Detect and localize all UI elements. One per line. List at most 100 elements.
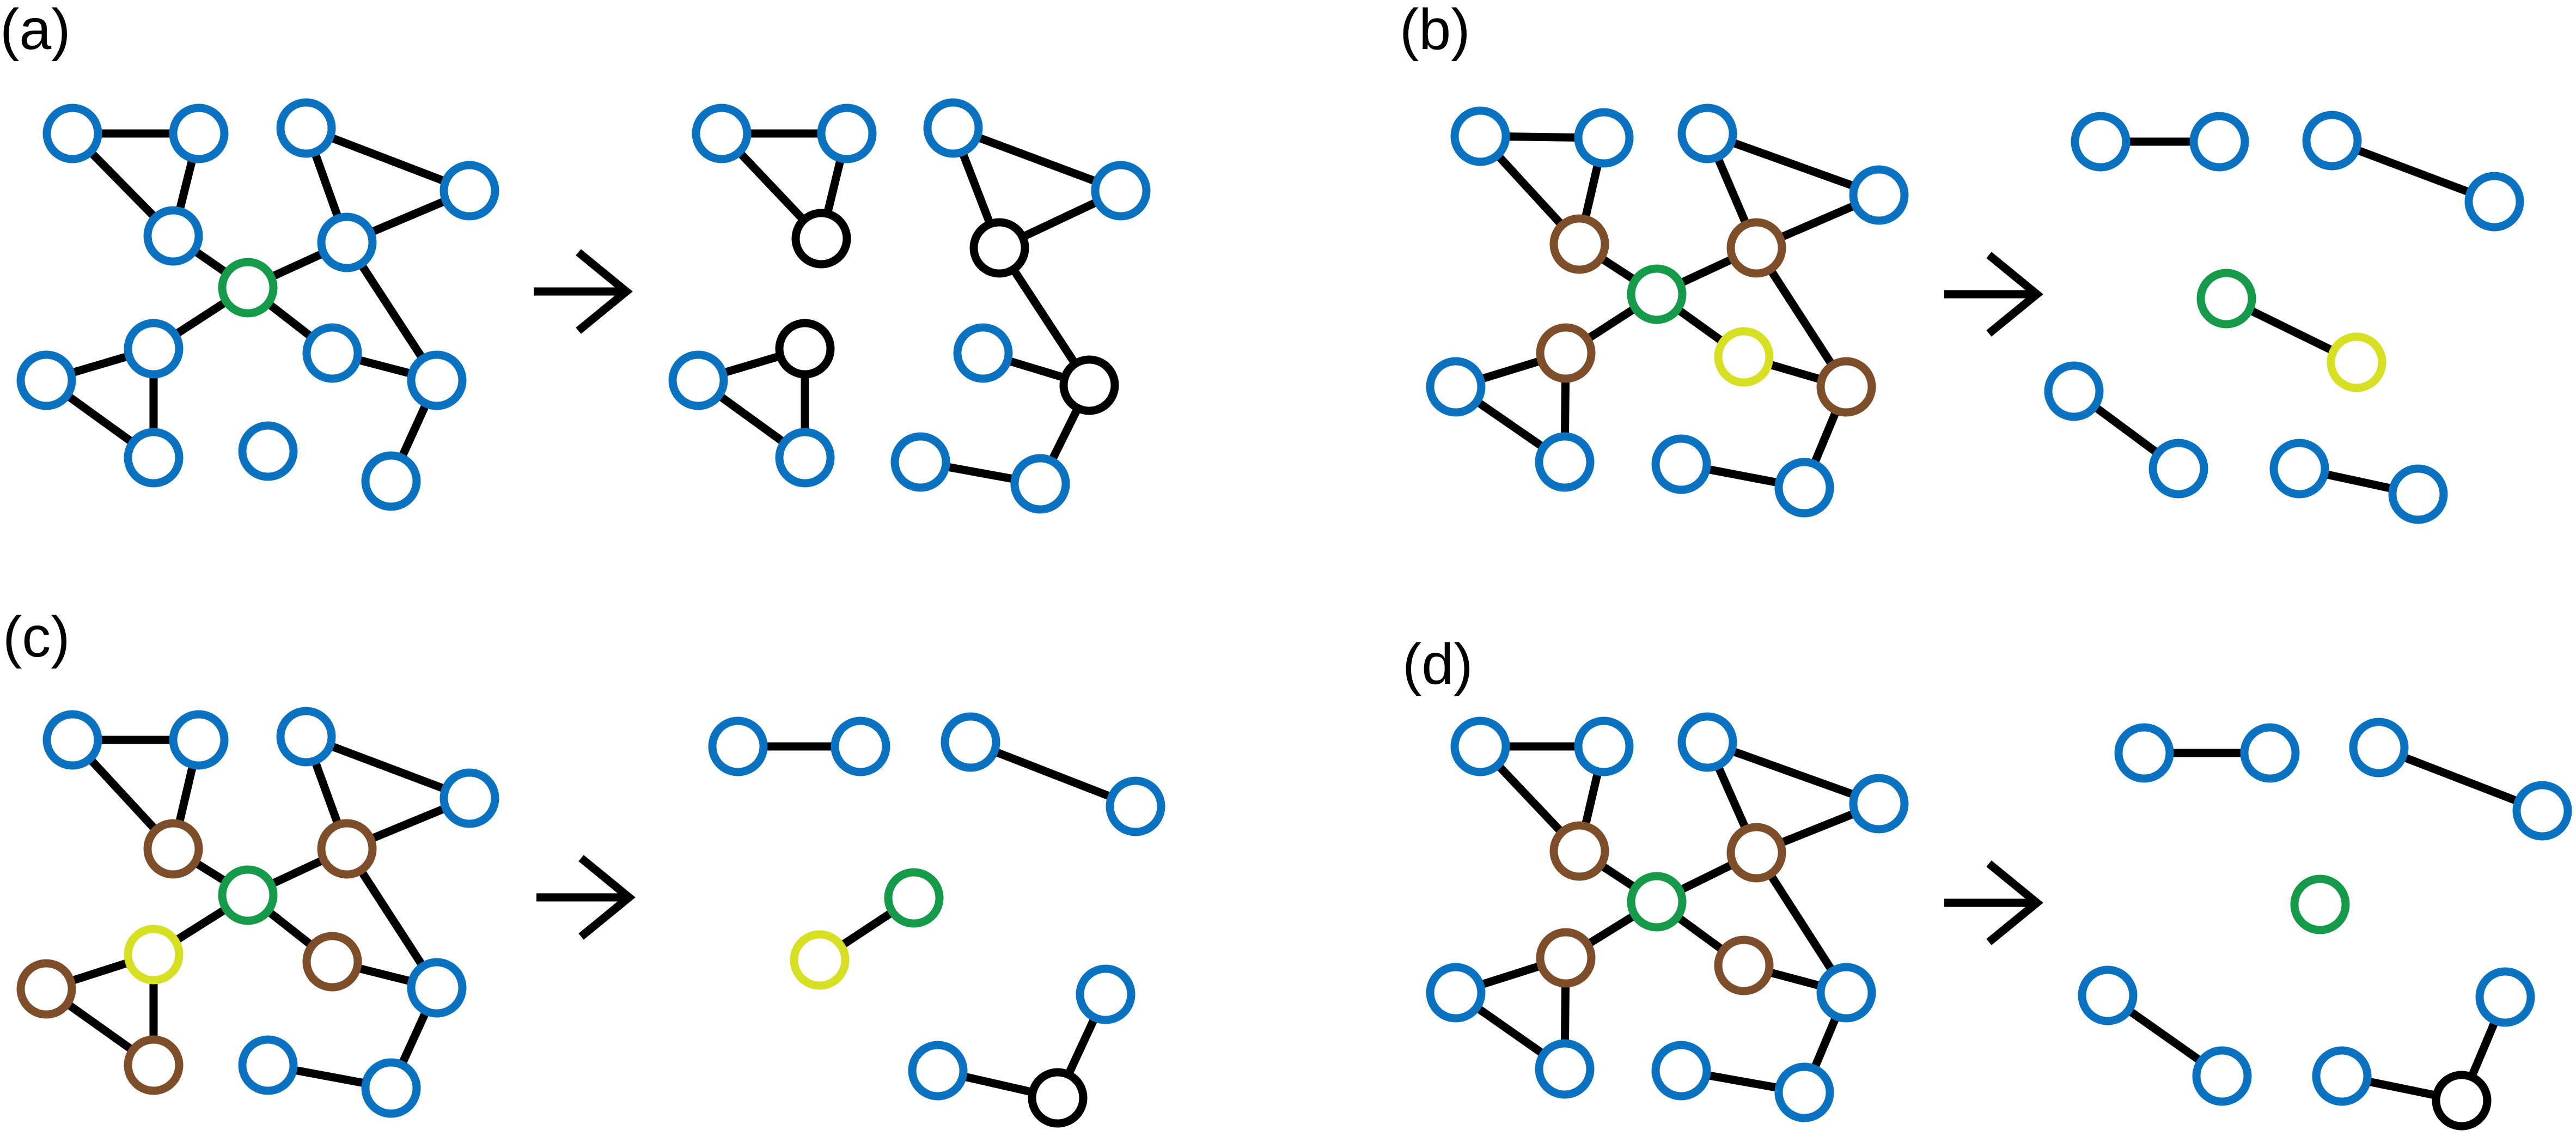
panel-b-after-graph <box>2044 111 2524 524</box>
node-blue <box>238 421 298 481</box>
node-blue <box>1076 964 1136 1024</box>
node-blue <box>276 707 336 767</box>
panel-a-before-graph <box>16 98 499 511</box>
node-yellow <box>2327 332 2386 392</box>
node-blue <box>890 432 950 492</box>
node-blue <box>1010 454 1070 514</box>
node-blue <box>439 768 499 828</box>
node-black <box>775 319 835 379</box>
node-black <box>791 209 851 269</box>
arrow-icon <box>1944 252 2043 337</box>
panel-label-d: (d) <box>1402 632 1473 696</box>
node-blue <box>1426 963 1486 1023</box>
node-blue <box>1450 716 1510 776</box>
node-blue <box>169 104 229 163</box>
node-blue <box>1426 357 1486 417</box>
node-brown <box>124 1035 184 1095</box>
arrow-icon <box>536 855 636 940</box>
node-blue <box>302 323 362 383</box>
node-blue <box>2512 781 2572 841</box>
node-green <box>1627 264 1687 324</box>
node-blue <box>2388 464 2448 524</box>
node-blue <box>124 319 184 379</box>
node-blue <box>775 428 835 488</box>
node-blue <box>42 104 102 163</box>
panel-label-a: (a) <box>0 0 71 62</box>
node-blue <box>941 712 1000 772</box>
edge <box>1703 738 1883 808</box>
node-green <box>884 868 944 928</box>
node-blue <box>1677 104 1737 163</box>
node-blue <box>42 710 102 770</box>
node-blue <box>2312 1046 2372 1106</box>
node-blue <box>361 1058 421 1118</box>
panel-c-after-graph <box>708 712 1165 1128</box>
node-blue <box>361 451 421 511</box>
panel-d: (d) <box>1402 632 2572 1131</box>
panel-c-before-graph <box>16 707 499 1118</box>
node-blue <box>2114 723 2174 783</box>
node-brown <box>1816 357 1876 417</box>
node-brown <box>1549 821 1609 881</box>
node-brown <box>143 819 203 879</box>
node-yellow <box>790 930 850 990</box>
node-blue <box>2349 718 2409 777</box>
panel-a-after-graph <box>668 98 1151 514</box>
arrow-icon <box>534 249 633 334</box>
node-blue <box>923 98 983 158</box>
node-blue <box>1651 434 1711 494</box>
node-blue <box>407 958 467 1018</box>
panel-label-b: (b) <box>1400 0 1470 62</box>
node-black <box>2432 1071 2492 1131</box>
node-blue <box>831 716 890 776</box>
node-brown <box>1726 218 1786 278</box>
node-green <box>1627 872 1687 932</box>
node-blue <box>124 428 184 488</box>
node-brown <box>302 932 362 992</box>
node-blue <box>2148 439 2208 499</box>
node-blue <box>2071 112 2131 172</box>
node-blue <box>317 212 377 272</box>
node-blue <box>439 161 499 221</box>
node-blue <box>1574 716 1634 776</box>
node-brown <box>1549 214 1609 274</box>
node-blue <box>1574 108 1634 168</box>
node-blue <box>692 104 752 163</box>
node-brown <box>1714 935 1774 995</box>
node-brown <box>1536 928 1596 988</box>
node-blue <box>2078 965 2138 1025</box>
node-brown <box>1726 823 1786 883</box>
node-blue <box>2044 361 2104 421</box>
node-blue <box>407 350 467 410</box>
node-blue <box>169 710 229 770</box>
node-blue <box>1091 161 1151 221</box>
node-blue <box>2269 439 2329 499</box>
node-blue <box>1774 1062 1834 1122</box>
node-blue <box>708 716 768 776</box>
node-black <box>969 218 1029 278</box>
node-blue <box>817 104 877 163</box>
node-green <box>2196 269 2256 329</box>
node-brown <box>317 819 377 879</box>
node-blue <box>2192 1046 2252 1106</box>
node-brown <box>1536 323 1596 383</box>
node-blue <box>668 350 728 410</box>
panel-d-before-graph <box>1426 712 1909 1122</box>
edge <box>949 124 1125 195</box>
panel-a: (a) <box>0 0 1151 514</box>
arrow-icon <box>1944 860 2043 945</box>
panel-d-after-graph <box>2078 718 2572 1131</box>
node-blue <box>1535 432 1595 492</box>
node-blue <box>2475 967 2535 1027</box>
node-blue <box>1450 106 1510 166</box>
node-blue <box>16 350 76 410</box>
node-blue <box>1849 165 1909 225</box>
node-blue <box>1774 458 1834 518</box>
panel-c: (c) <box>3 605 1165 1128</box>
node-yellow <box>1714 327 1774 387</box>
node-green <box>2290 874 2350 934</box>
node-blue <box>1106 776 1165 836</box>
node-blue <box>1535 1039 1595 1099</box>
node-green <box>218 258 278 318</box>
panel-label-c: (c) <box>3 605 70 669</box>
